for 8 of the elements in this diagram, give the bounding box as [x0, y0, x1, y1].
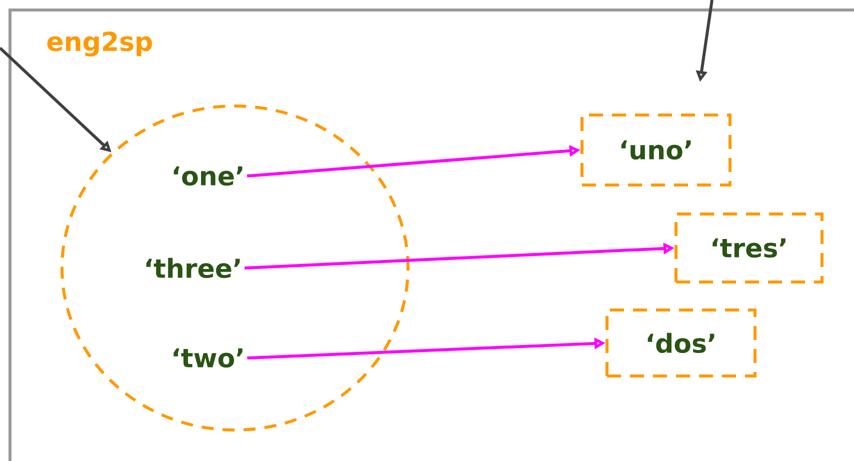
dashed-circle	[60, 104, 410, 432]
value-box: ‘dos’	[606, 308, 756, 378]
value-box: ‘uno’	[580, 114, 732, 186]
key-text: ‘two’	[174, 348, 242, 368]
key-text: ‘three’	[146, 258, 240, 278]
frame-title: eng2sp	[47, 32, 152, 56]
value-box: ‘tres’	[674, 212, 824, 284]
key-text: ‘one’	[174, 166, 242, 186]
